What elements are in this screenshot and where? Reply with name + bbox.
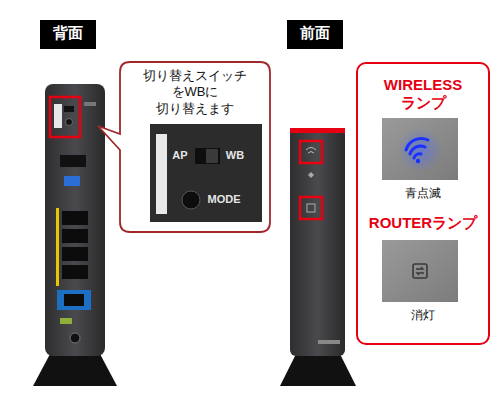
highlight-box — [300, 197, 322, 219]
mode-switch — [64, 106, 74, 112]
lan-port — [62, 229, 88, 243]
switch-label: WB — [222, 149, 248, 162]
mode-switch — [195, 148, 220, 164]
callout-bubble — [98, 62, 270, 232]
router-body — [290, 128, 345, 356]
lamp-photo — [382, 118, 458, 180]
front-stripe — [290, 128, 345, 133]
view-heading: 前面 — [287, 20, 343, 46]
button-label: MODE — [203, 193, 245, 206]
callout-text: 切り替えスイッチ をWBに 切り替えます — [139, 68, 251, 117]
zoom-photo-box: AP WB MODE — [150, 124, 262, 222]
usb-port — [64, 176, 80, 186]
internet-port — [64, 294, 84, 306]
highlight-box — [50, 97, 80, 137]
port-label — [84, 102, 96, 106]
lamp-icon — [308, 172, 314, 178]
port-label — [60, 318, 72, 324]
callout-box: 切り替えスイッチ をWBに 切り替えます AP WB MODE — [120, 62, 270, 232]
lamp-icon — [306, 148, 316, 154]
lamp-name: ROUTERランプ — [358, 214, 488, 232]
router-stand — [33, 354, 117, 386]
lamp-photo — [382, 240, 458, 302]
internet-port — [57, 290, 91, 310]
view-heading: 背面 — [40, 20, 96, 46]
router-lamp — [413, 264, 427, 278]
mode-button — [182, 191, 200, 209]
switch-knob — [206, 149, 218, 163]
lamp-panel: WIRELESS ランプ青点滅 ROUTERランプ消灯 — [356, 62, 490, 345]
wireless-lamp — [406, 139, 428, 158]
lan-stripe — [56, 208, 59, 286]
brand-mark — [318, 340, 340, 344]
heading-box: 背面 — [40, 20, 96, 49]
wireless-lamp — [416, 159, 420, 163]
lan-port — [62, 247, 88, 261]
switch-bar — [54, 104, 62, 128]
lamp-name: WIRELESS ランプ — [373, 76, 473, 112]
highlight-box — [300, 141, 322, 163]
router-stand — [280, 354, 356, 386]
router-lamp — [416, 267, 424, 275]
heading-box: 前面 — [287, 20, 343, 49]
usb-port — [60, 155, 86, 167]
zoom-photo — [150, 124, 262, 222]
lan-port — [62, 265, 88, 279]
mode-button — [66, 119, 73, 126]
lamp-state: 消灯 — [358, 308, 488, 323]
lamp-glow — [398, 128, 442, 172]
router-body — [45, 84, 105, 356]
lan-port — [62, 211, 88, 225]
switch-label: AP — [168, 149, 192, 162]
switch-bar — [156, 134, 167, 214]
lamp-state: 青点滅 — [358, 186, 488, 201]
power-jack — [70, 333, 80, 343]
lamp-icon — [307, 204, 315, 212]
